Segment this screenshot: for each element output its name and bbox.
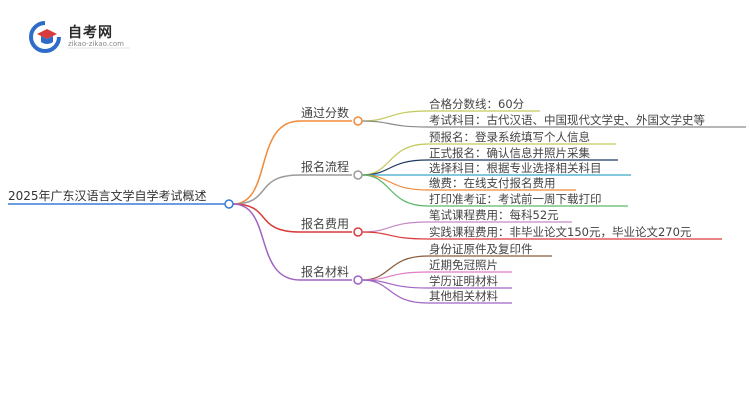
leaf-education-certificate[interactable]: 学历证明材料 (429, 274, 498, 288)
branch-registration-materials[interactable]: 报名材料 (301, 265, 350, 279)
leaf-pre-registration[interactable]: 预报名：登录系统填写个人信息 (429, 130, 590, 144)
branch-connector (232, 203, 301, 281)
branch-registration-fee[interactable]: 报名费用 (301, 217, 350, 231)
leaf-payment[interactable]: 缴费：在线支付报名费用 (429, 176, 556, 190)
logo-name: 自考网 (68, 25, 113, 41)
leaf-practice-course-fee[interactable]: 实践课程费用：非毕业论文150元，毕业论文270元 (429, 225, 692, 239)
graduation-cap-icon (29, 21, 61, 53)
leaf-photo[interactable]: 近期免冠照片 (429, 258, 498, 272)
leaf-connector (361, 221, 429, 233)
leaf-pass-score-line[interactable]: 合格分数线：60分 (429, 97, 525, 111)
branch-node (353, 275, 363, 285)
branch-connector (232, 174, 301, 205)
branch-registration-process[interactable]: 报名流程 (301, 160, 350, 174)
leaf-connector (361, 110, 429, 122)
leaf-connector (361, 231, 429, 240)
logo-url: zikao-zikao.com (68, 40, 124, 48)
leaf-connector (361, 120, 429, 128)
leaf-exam-subjects[interactable]: 考试科目：古代汉语、中国现代文学史、外国文学史等 (429, 113, 705, 127)
leaf-other-materials[interactable]: 其他相关材料 (429, 289, 498, 303)
mindmap-root[interactable]: 2025年广东汉语言文学自学考试概述 (8, 189, 207, 203)
leaf-formal-registration[interactable]: 正式报名：确认信息并照片采集 (429, 146, 590, 160)
leaf-connector (361, 279, 429, 304)
branch-node (353, 116, 363, 126)
site-logo[interactable]: 自考网 zikao-zikao.com (28, 20, 138, 54)
leaf-id-card[interactable]: 身份证原件及复印件 (429, 242, 533, 256)
leaf-connector (361, 174, 429, 207)
leaf-connector (361, 174, 429, 191)
branch-connector (232, 203, 301, 233)
leaf-print-admission-ticket[interactable]: 打印准考证：考试前一周下载打印 (429, 192, 602, 206)
branch-node (353, 170, 363, 180)
leaf-connector (361, 143, 429, 176)
branch-node (353, 227, 363, 237)
leaf-select-subjects[interactable]: 选择科目：根据专业选择相关科目 (429, 161, 602, 175)
leaf-connector (361, 255, 429, 281)
branch-connector (232, 120, 301, 205)
root-node (224, 199, 234, 209)
branch-pass-score[interactable]: 通过分数 (301, 106, 350, 120)
leaf-connector (361, 159, 429, 176)
leaf-written-course-fee[interactable]: 笔试课程费用：每科52元 (429, 208, 559, 222)
